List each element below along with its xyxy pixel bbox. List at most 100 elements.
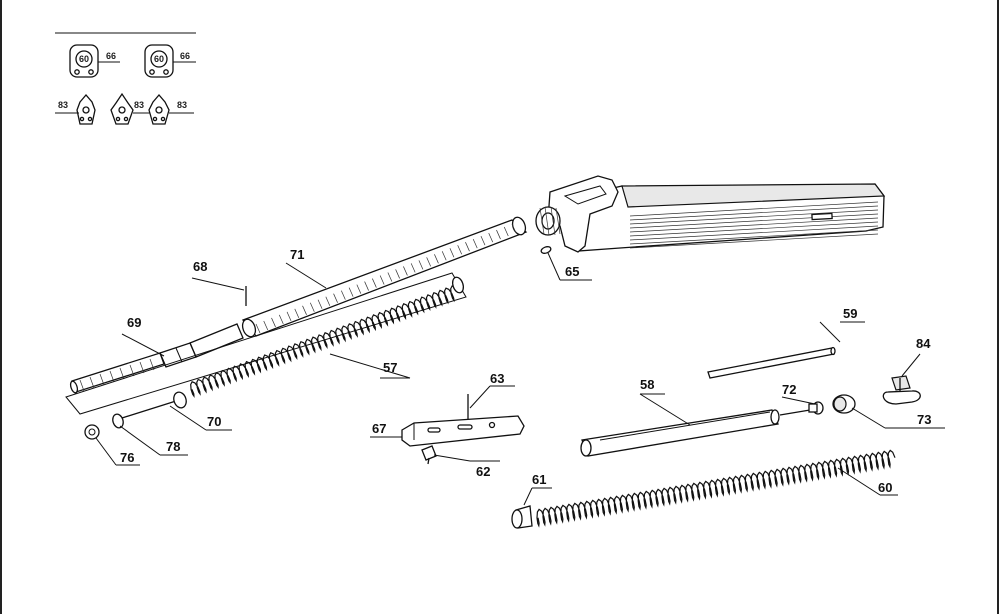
part-67: 67 bbox=[370, 415, 525, 447]
hatch-line bbox=[387, 272, 393, 282]
part-68: 68 bbox=[191, 259, 247, 306]
label-72: 72 bbox=[782, 382, 796, 397]
inset-part-83-a: 83 bbox=[55, 94, 96, 125]
label-71: 71 bbox=[290, 247, 304, 262]
label-58: 58 bbox=[640, 377, 654, 392]
label-69: 69 bbox=[127, 315, 141, 330]
stock-grain bbox=[629, 201, 879, 249]
part-60-spring: 60 bbox=[536, 449, 898, 528]
label-69-group: 69 bbox=[121, 315, 165, 357]
hatch-line bbox=[629, 233, 879, 249]
part-72: 72 bbox=[781, 382, 824, 415]
part-73: 73 bbox=[832, 394, 945, 429]
hatch-line bbox=[395, 269, 400, 279]
inset-part-83-c: 83 bbox=[148, 94, 194, 125]
label-65: 65 bbox=[565, 264, 579, 279]
label-61: 61 bbox=[532, 472, 546, 487]
label-59: 59 bbox=[843, 306, 857, 321]
label-66-a: 66 bbox=[106, 51, 116, 61]
hatch-line bbox=[309, 302, 315, 312]
hatch-line bbox=[496, 229, 501, 240]
hatch-line bbox=[629, 209, 879, 225]
inset-plate-66-a: 60 66 bbox=[69, 44, 120, 78]
hatch-line bbox=[629, 229, 879, 245]
stock-assembly bbox=[535, 175, 886, 253]
label-67: 67 bbox=[372, 421, 386, 436]
hatch-line bbox=[317, 299, 323, 309]
hatch-line bbox=[629, 217, 879, 233]
inset-plate-mark: 60 bbox=[79, 54, 89, 64]
hatch-line bbox=[434, 254, 439, 264]
hatch-line bbox=[379, 275, 385, 285]
part-58: 58 bbox=[580, 377, 811, 457]
part-57-spring: 57 bbox=[65, 272, 467, 415]
part-62: 62 bbox=[421, 445, 500, 479]
inset-part-83-b: 83 bbox=[110, 92, 150, 125]
hatch-line bbox=[294, 308, 300, 318]
label-76: 76 bbox=[120, 450, 134, 465]
hatch-line bbox=[263, 320, 269, 331]
part-78: 78 bbox=[112, 413, 188, 456]
label-68: 68 bbox=[193, 259, 207, 274]
label-71-group: 71 bbox=[285, 247, 327, 289]
hatch-line bbox=[255, 323, 261, 334]
hatch-line bbox=[286, 311, 292, 322]
hatch-line bbox=[356, 284, 362, 294]
hatch-line bbox=[457, 245, 463, 255]
hatch-line bbox=[364, 281, 369, 291]
part-76: 76 bbox=[84, 424, 140, 466]
hatch-line bbox=[333, 293, 338, 303]
label-78: 78 bbox=[166, 439, 180, 454]
hatch-line bbox=[629, 225, 879, 241]
hatch-line bbox=[325, 296, 331, 306]
part-70: 70 bbox=[121, 391, 232, 431]
hatch-line bbox=[480, 235, 486, 246]
hatch-line bbox=[472, 239, 478, 249]
frame-border-right bbox=[997, 0, 999, 614]
inset-panel: 60 66 60 66 bbox=[55, 32, 196, 125]
hatch-line bbox=[410, 263, 416, 273]
label-83-b: 83 bbox=[134, 100, 144, 110]
barrel-assembly bbox=[69, 216, 528, 394]
label-60: 60 bbox=[878, 480, 892, 495]
hatch-line bbox=[403, 266, 408, 276]
barrel-hatching bbox=[255, 223, 517, 334]
part-65: 65 bbox=[540, 246, 592, 281]
part-63: 63 bbox=[467, 371, 515, 419]
label-73: 73 bbox=[917, 412, 931, 427]
hatch-line bbox=[629, 201, 879, 217]
hatch-line bbox=[372, 278, 377, 288]
label-62: 62 bbox=[476, 464, 490, 479]
hatch-line bbox=[426, 257, 431, 267]
label-63: 63 bbox=[490, 371, 504, 386]
hatch-line bbox=[629, 205, 879, 221]
hatch-line bbox=[341, 290, 346, 300]
hatch-line bbox=[441, 251, 447, 261]
hatch-line bbox=[511, 223, 517, 234]
label-84: 84 bbox=[916, 336, 931, 351]
hatch-line bbox=[348, 287, 354, 297]
label-66-b: 66 bbox=[180, 51, 190, 61]
part-61: 61 bbox=[511, 472, 552, 529]
hatch-line bbox=[629, 221, 879, 237]
part-59: 59 bbox=[707, 306, 865, 379]
hatch-line bbox=[488, 232, 494, 243]
hatch-line bbox=[449, 248, 455, 258]
hatch-line bbox=[271, 317, 276, 328]
label-57: 57 bbox=[383, 360, 397, 375]
inset-plate-66-b: 60 66 bbox=[144, 44, 196, 78]
frame-border-left bbox=[0, 0, 2, 614]
hatch-line bbox=[278, 314, 284, 325]
hatch-line bbox=[302, 305, 307, 315]
label-70: 70 bbox=[207, 414, 221, 429]
hatch-line bbox=[418, 260, 424, 270]
part-84: 84 bbox=[882, 336, 931, 405]
hatch-line bbox=[629, 213, 879, 229]
hatch-line bbox=[465, 242, 470, 252]
inset-plate-mark: 60 bbox=[154, 54, 164, 64]
label-83-c: 83 bbox=[177, 100, 187, 110]
hatch-line bbox=[503, 226, 509, 237]
label-83-a: 83 bbox=[58, 100, 68, 110]
